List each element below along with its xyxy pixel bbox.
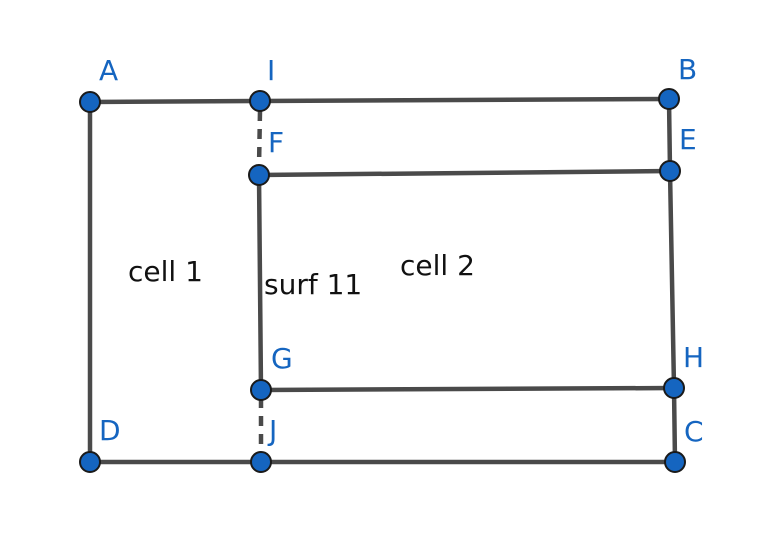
vertex-label-E: E: [679, 123, 697, 156]
vertex-A[interactable]: [79, 91, 101, 113]
vertex-B[interactable]: [658, 88, 680, 110]
vertex-C[interactable]: [664, 451, 686, 473]
vertex-H[interactable]: [663, 377, 685, 399]
vertex-label-B: B: [678, 53, 697, 86]
vertex-label-C: C: [684, 415, 704, 448]
edge-F-G: [256, 172, 264, 393]
region-label-cell-1: cell 1: [128, 255, 203, 288]
edge-E-H: [667, 168, 677, 391]
vertex-label-A: A: [99, 54, 118, 87]
edge-G-H: [258, 385, 677, 393]
vertex-J[interactable]: [250, 451, 272, 473]
region-labels-layer: cell 1 cell 2 surf 11: [128, 249, 475, 301]
vertex-F[interactable]: [248, 164, 270, 186]
vertex-label-J: J: [267, 414, 277, 447]
edge-A-I: [87, 98, 263, 105]
vertex-E[interactable]: [659, 160, 681, 182]
vertex-labels-layer: A I B F E G H D J C: [99, 53, 704, 448]
vertex-label-F: F: [268, 126, 284, 159]
vertex-label-H: H: [683, 341, 704, 374]
edge-B-E: [666, 96, 673, 174]
edge-F-E: [256, 168, 673, 178]
vertex-label-I: I: [267, 54, 275, 87]
vertices-layer: [79, 88, 686, 473]
vertex-D[interactable]: [79, 451, 101, 473]
region-label-surf-11: surf 11: [264, 268, 362, 301]
edge-H-C: [671, 385, 678, 465]
region-label-cell-2: cell 2: [400, 249, 475, 282]
edge-I-B: [257, 96, 672, 104]
vertex-I[interactable]: [249, 90, 271, 112]
edges-layer: [87, 96, 678, 465]
vertex-label-G: G: [271, 342, 293, 375]
edge-I-F-dashed: [256, 110, 263, 168]
vertex-label-D: D: [99, 414, 121, 447]
vertex-G[interactable]: [250, 379, 272, 401]
